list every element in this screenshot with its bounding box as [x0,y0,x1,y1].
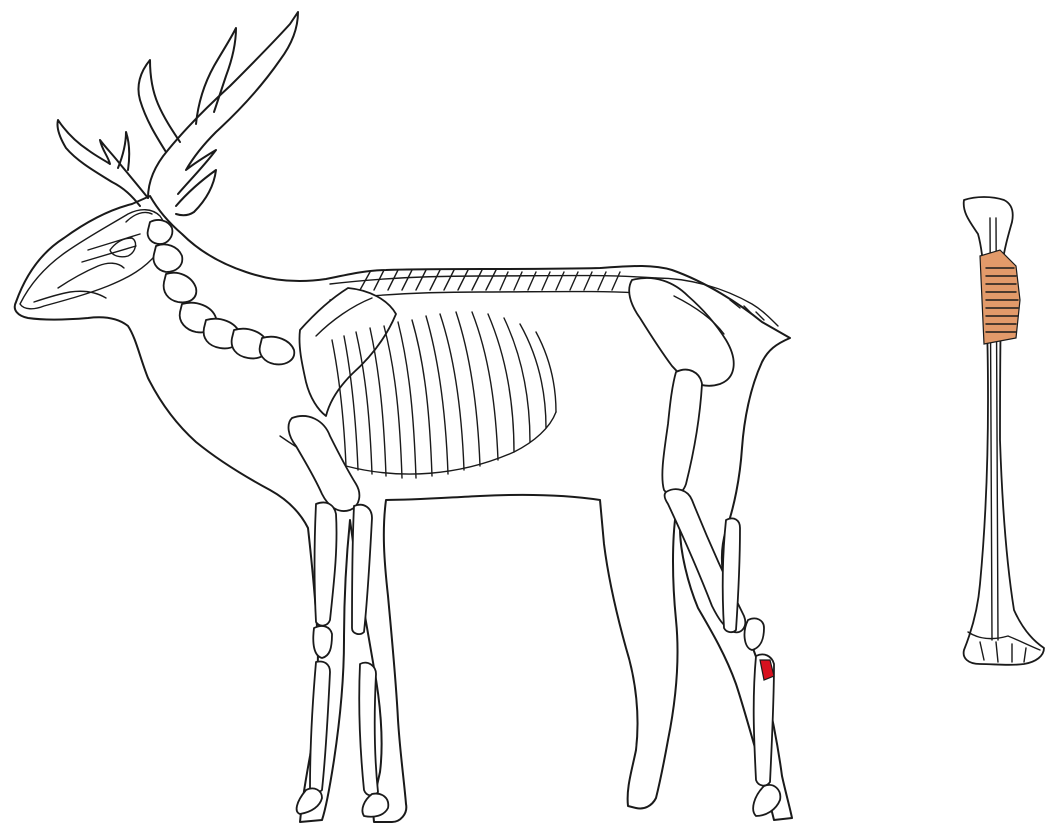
highlighted-bone-region [980,250,1020,344]
